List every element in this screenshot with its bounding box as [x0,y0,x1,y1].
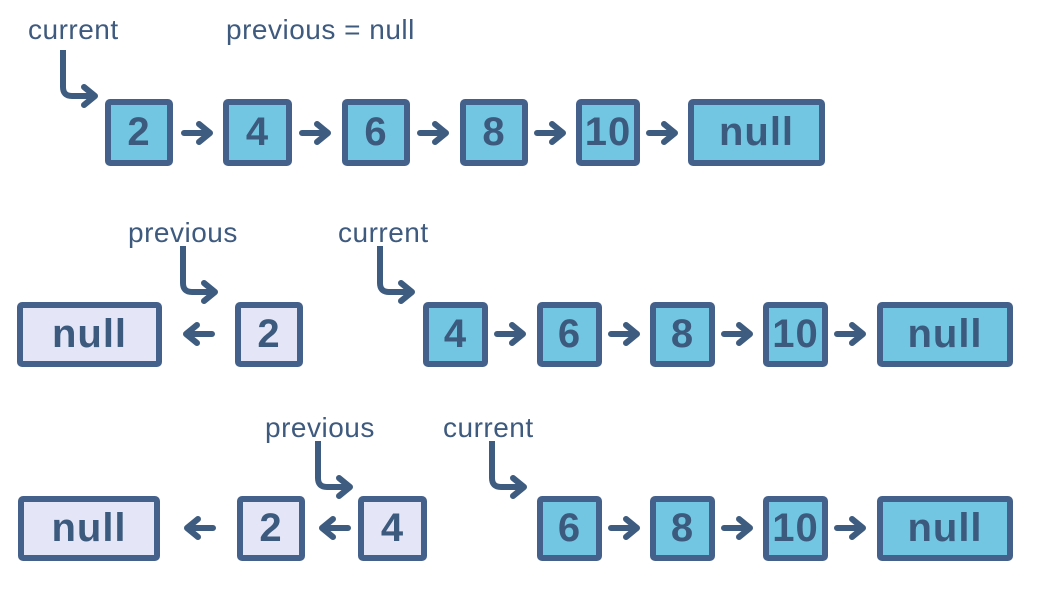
list-node: 2 [237,496,305,561]
current-label: current [338,217,429,248]
previous-label: previous [128,217,238,248]
next-arrow-icon [299,119,335,147]
next-arrow-icon [721,514,757,542]
current-label: current [28,14,119,45]
null-node: null [18,496,160,561]
next-arrow-icon [534,119,570,147]
null-node: null [17,302,162,367]
list-node: 6 [537,302,602,367]
previous-pointer-icon [313,441,359,501]
next-arrow-icon [417,119,453,147]
list-node: 8 [460,99,528,166]
next-arrow-icon [181,119,217,147]
null-node: null [877,496,1013,561]
list-node: 6 [537,496,602,561]
prev-arrow-icon [180,514,216,542]
previous-label: previous [265,412,375,443]
current-pointer-icon [375,246,421,306]
list-node: 4 [358,496,427,561]
next-arrow-icon [608,514,644,542]
list-node: 4 [223,99,292,166]
list-node: 2 [235,302,303,367]
next-arrow-icon [494,320,530,348]
null-node: null [688,99,825,166]
current-label: current [443,412,534,443]
next-arrow-icon [834,320,870,348]
current-pointer-icon [487,441,533,501]
list-node: 10 [763,496,828,561]
current-pointer-icon [58,50,104,110]
previous-null-label: previous = null [226,14,415,45]
list-node: 10 [576,99,640,166]
prev-arrow-icon [315,514,351,542]
previous-pointer-icon [178,246,224,306]
list-node: 6 [342,99,410,166]
next-arrow-icon [608,320,644,348]
next-arrow-icon [721,320,757,348]
next-arrow-icon [646,119,682,147]
list-node: 10 [763,302,828,367]
prev-arrow-icon [179,320,215,348]
list-node: 8 [650,302,715,367]
list-node: 8 [650,496,715,561]
next-arrow-icon [834,514,870,542]
list-node: 2 [105,99,173,166]
list-node: 4 [423,302,488,367]
null-node: null [877,302,1013,367]
